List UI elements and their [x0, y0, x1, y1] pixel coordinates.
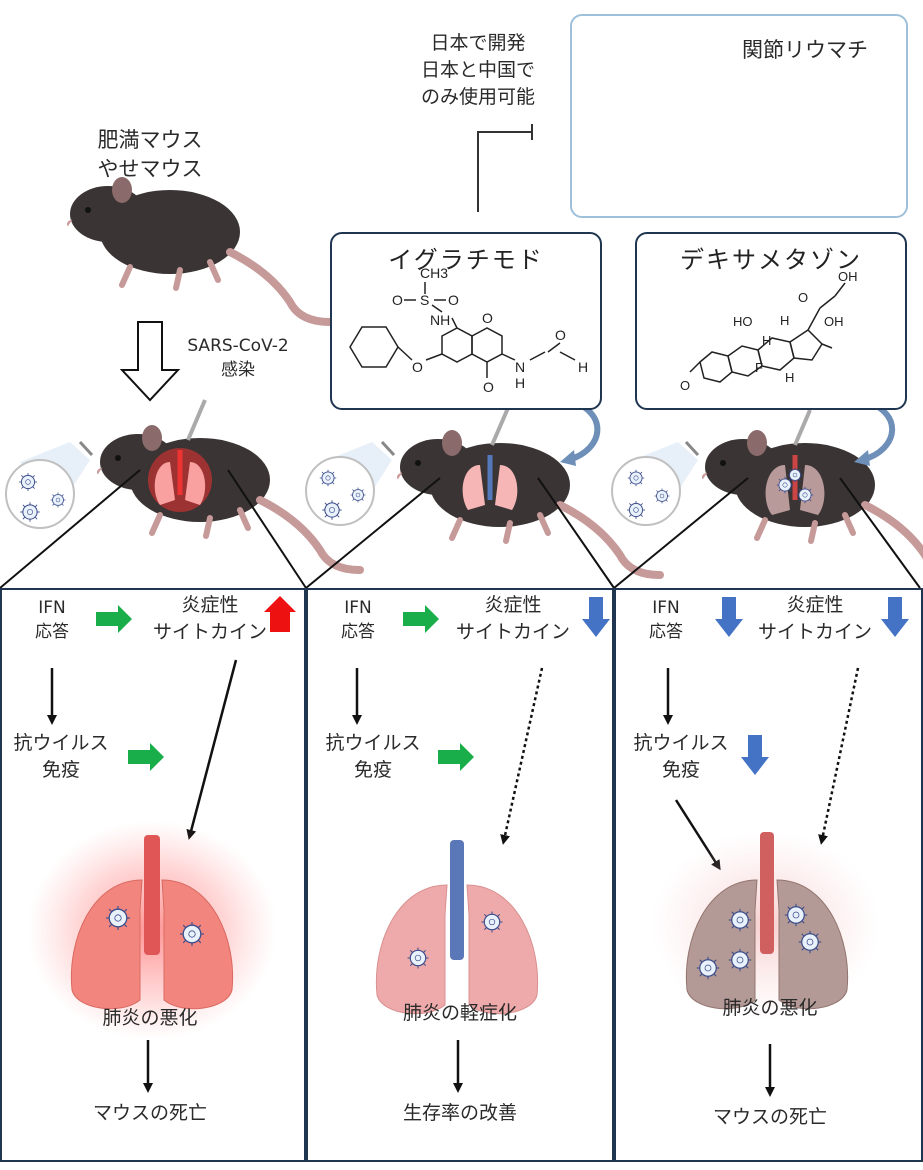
p3-antiviral-line1: 抗ウイルス	[633, 732, 729, 754]
p2-ifn: IFN 応答	[328, 596, 388, 644]
p1-pneumonia: 肺炎の悪化	[102, 1007, 198, 1029]
p2-antiviral-line1: 抗ウイルス	[325, 732, 421, 754]
p2-ifn-response: 応答	[341, 622, 375, 642]
p1-antiviral-line1: 抗ウイルス	[13, 732, 109, 754]
mouse-3-icon	[684, 409, 923, 575]
p2-antiviral-line2: 免疫	[353, 759, 392, 781]
p1-cytokine-line2: サイトカイン	[152, 621, 267, 643]
panel-untreated	[0, 588, 306, 1162]
note-line-2: 日本と中国で	[420, 59, 535, 81]
p3-outcome: マウスの死亡	[712, 1106, 827, 1128]
p1-antiviral: 抗ウイルス 免疫	[6, 730, 116, 784]
infection-label: SARS-CoV-2 感染	[178, 334, 298, 382]
p1-antiviral-line2: 免疫	[41, 759, 80, 781]
rheumatoid-arthritis-box	[570, 14, 908, 218]
mouse-label-2: やせマウス	[97, 157, 203, 181]
p3-ifn: IFN 応答	[636, 596, 696, 644]
p2-pneumonia: 肺炎の軽症化	[402, 1002, 517, 1024]
virus-inset-2	[305, 442, 392, 526]
p3-antiviral: 抗ウイルス 免疫	[626, 730, 736, 784]
ra-label: 関節リウマチ	[742, 38, 868, 62]
p2-cytokine-line2: サイトカイン	[455, 621, 570, 643]
p2-antiviral: 抗ウイルス 免疫	[318, 730, 428, 784]
dexamethasone-box: デキサメタゾン	[635, 232, 907, 410]
infection-arrow-icon	[119, 321, 181, 402]
p2-cytokine: 炎症性 サイトカイン	[443, 592, 583, 646]
p2-outcome: 生存率の改善	[402, 1102, 517, 1124]
mouse-1-icon	[78, 399, 360, 570]
p1-cytokine-line1: 炎症性	[181, 594, 239, 616]
note-line-1: 日本で開発	[430, 32, 526, 54]
virus-inset-3	[611, 442, 698, 526]
dexamethasone-name: デキサメタゾン	[680, 246, 862, 274]
p1-ifn-response: 応答	[35, 622, 69, 642]
infection-virus: SARS-CoV-2	[187, 336, 289, 356]
mouse-2-icon	[380, 407, 660, 575]
mouse-label-1: 肥満マウス	[97, 128, 203, 152]
p3-pneumonia: 肺炎の悪化	[722, 997, 818, 1019]
note-line-3: のみ使用可能	[420, 86, 535, 108]
p2-cytokine-line1: 炎症性	[484, 594, 542, 616]
panel-iguratimod	[306, 588, 614, 1162]
p3-antiviral-line2: 免疫	[661, 759, 700, 781]
top-mouse-icon	[68, 177, 331, 322]
p1-cytokine: 炎症性 サイトカイン	[140, 592, 280, 646]
p3-ifn-label: IFN	[652, 598, 680, 618]
p1-outcome: マウスの死亡	[92, 1102, 207, 1124]
p3-cytokine-line2: サイトカイン	[757, 621, 872, 643]
p3-ifn-response: 応答	[649, 622, 683, 642]
mouse-type-label: 肥満マウス やせマウス	[70, 126, 230, 184]
p2-ifn-label: IFN	[344, 598, 372, 618]
development-note: 日本で開発 日本と中国で のみ使用可能	[398, 30, 558, 111]
p1-ifn-label: IFN	[38, 598, 66, 618]
p3-cytokine-line1: 炎症性	[786, 594, 844, 616]
virus-inset-1	[5, 442, 90, 529]
iguratimod-name: イグラチモド	[388, 246, 544, 274]
p1-ifn: IFN 応答	[22, 596, 82, 644]
panel-dexamethasone	[614, 588, 923, 1162]
p3-cytokine: 炎症性 サイトカイン	[745, 592, 885, 646]
iguratimod-box: イグラチモド	[330, 232, 602, 410]
infection-text: 感染	[221, 360, 255, 380]
